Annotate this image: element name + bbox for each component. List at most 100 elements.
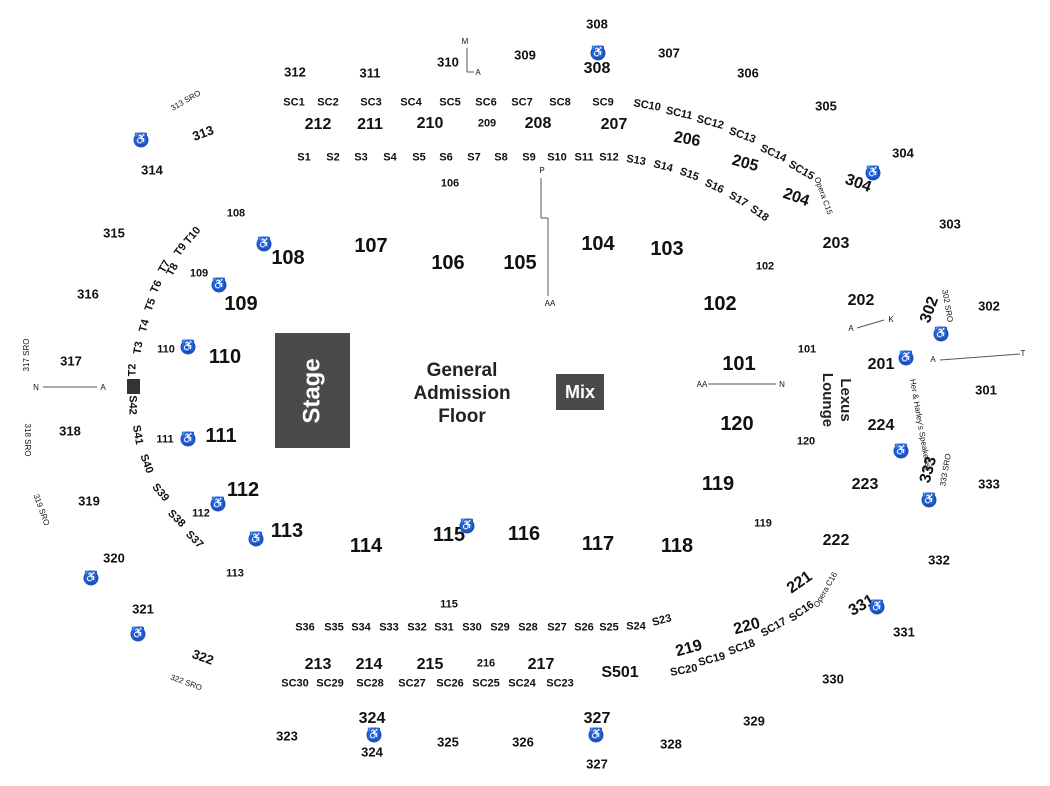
section-sc2[interactable]: SC2 bbox=[317, 96, 339, 109]
section-117[interactable]: 117 bbox=[581, 533, 615, 555]
section-115[interactable]: 115 bbox=[440, 598, 458, 611]
section-102[interactable]: 102 bbox=[755, 260, 775, 273]
section-p[interactable]: P bbox=[539, 166, 545, 175]
section-317[interactable]: 317 bbox=[60, 353, 82, 369]
section-207[interactable]: 207 bbox=[600, 116, 628, 133]
section-s501[interactable]: S501 bbox=[601, 664, 639, 681]
section-208[interactable]: 208 bbox=[524, 115, 552, 132]
section-326[interactable]: 326 bbox=[512, 734, 534, 750]
section-s9[interactable]: S9 bbox=[522, 151, 536, 164]
section-sc8[interactable]: SC8 bbox=[549, 96, 571, 109]
section-s3[interactable]: S3 bbox=[354, 151, 368, 164]
section-s2[interactable]: S2 bbox=[326, 151, 340, 164]
section-323[interactable]: 323 bbox=[276, 728, 298, 744]
section-315[interactable]: 315 bbox=[103, 225, 125, 241]
section-sc27[interactable]: SC27 bbox=[398, 677, 426, 690]
section-110[interactable]: 110 bbox=[208, 346, 242, 368]
section-119[interactable]: 119 bbox=[701, 473, 735, 495]
section-106[interactable]: 106 bbox=[431, 252, 465, 274]
section-311[interactable]: 311 bbox=[359, 65, 381, 81]
section-216[interactable]: 216 bbox=[476, 657, 496, 670]
section-109[interactable]: 109 bbox=[189, 267, 209, 280]
section-s4[interactable]: S4 bbox=[383, 151, 397, 164]
section-s32[interactable]: S32 bbox=[407, 621, 427, 634]
section-t2[interactable]: T2 bbox=[126, 363, 139, 377]
section-318[interactable]: 318 bbox=[59, 423, 81, 439]
section-sc29[interactable]: SC29 bbox=[316, 677, 344, 690]
section-s31[interactable]: S31 bbox=[434, 621, 454, 634]
section-304[interactable]: 304 bbox=[892, 145, 914, 161]
section-112[interactable]: 112 bbox=[226, 479, 260, 501]
section-118[interactable]: 118 bbox=[660, 535, 694, 557]
section-317-sro[interactable]: 317 SRO bbox=[22, 338, 31, 372]
section-a[interactable]: A bbox=[100, 383, 106, 392]
section-114[interactable]: 114 bbox=[349, 535, 383, 557]
section-115[interactable]: 115 bbox=[432, 524, 466, 546]
section-111[interactable]: 111 bbox=[156, 433, 174, 446]
section-sc7[interactable]: SC7 bbox=[511, 96, 533, 109]
section-m[interactable]: M bbox=[461, 37, 469, 46]
section-314[interactable]: 314 bbox=[141, 162, 163, 178]
section-120[interactable]: 120 bbox=[796, 435, 816, 448]
section-sc6[interactable]: SC6 bbox=[475, 96, 497, 109]
section-309[interactable]: 309 bbox=[514, 47, 536, 63]
section-329[interactable]: 329 bbox=[743, 713, 765, 729]
section-sc30[interactable]: SC30 bbox=[281, 677, 309, 690]
section-310[interactable]: 310 bbox=[437, 54, 459, 70]
section-108[interactable]: 108 bbox=[226, 207, 246, 220]
section-214[interactable]: 214 bbox=[355, 656, 383, 673]
section-203[interactable]: 203 bbox=[822, 235, 850, 252]
section-319[interactable]: 319 bbox=[78, 493, 100, 509]
section-s12[interactable]: S12 bbox=[599, 151, 619, 164]
section-104[interactable]: 104 bbox=[581, 233, 615, 255]
section-107[interactable]: 107 bbox=[354, 235, 388, 257]
section-n[interactable]: N bbox=[779, 380, 785, 389]
section-316[interactable]: 316 bbox=[77, 286, 99, 302]
section-308[interactable]: 308 bbox=[583, 60, 611, 77]
section-328[interactable]: 328 bbox=[660, 736, 682, 752]
section-332[interactable]: 332 bbox=[928, 552, 950, 568]
section-s6[interactable]: S6 bbox=[439, 151, 453, 164]
section-327[interactable]: 327 bbox=[586, 756, 608, 772]
section-s7[interactable]: S7 bbox=[467, 151, 481, 164]
section-n[interactable]: N bbox=[33, 383, 39, 392]
section-330[interactable]: 330 bbox=[822, 671, 844, 687]
section-215[interactable]: 215 bbox=[416, 656, 444, 673]
section-109[interactable]: 109 bbox=[224, 293, 258, 315]
section-k[interactable]: K bbox=[888, 315, 894, 324]
section-331[interactable]: 331 bbox=[893, 624, 915, 640]
section-312[interactable]: 312 bbox=[284, 64, 306, 80]
section-a[interactable]: A bbox=[475, 68, 481, 77]
section-327[interactable]: 327 bbox=[583, 710, 611, 727]
section-s42[interactable]: S42 bbox=[126, 395, 139, 415]
section-s29[interactable]: S29 bbox=[490, 621, 510, 634]
section-321[interactable]: 321 bbox=[132, 601, 154, 617]
section-103[interactable]: 103 bbox=[650, 238, 684, 260]
section-sc3[interactable]: SC3 bbox=[360, 96, 382, 109]
section-110[interactable]: 110 bbox=[157, 343, 175, 356]
section-303[interactable]: 303 bbox=[939, 216, 961, 232]
section-324[interactable]: 324 bbox=[361, 744, 383, 760]
section-s8[interactable]: S8 bbox=[494, 151, 508, 164]
section-s35[interactable]: S35 bbox=[324, 621, 344, 634]
section-aa[interactable]: AA bbox=[544, 299, 556, 308]
section-s11[interactable]: S11 bbox=[574, 151, 594, 164]
section-s34[interactable]: S34 bbox=[351, 621, 371, 634]
section-sc24[interactable]: SC24 bbox=[508, 677, 536, 690]
section-325[interactable]: 325 bbox=[437, 734, 459, 750]
section-sc23[interactable]: SC23 bbox=[546, 677, 574, 690]
section-113[interactable]: 113 bbox=[270, 520, 304, 542]
section-a[interactable]: A bbox=[930, 355, 936, 364]
section-sc9[interactable]: SC9 bbox=[592, 96, 614, 109]
section-s27[interactable]: S27 bbox=[547, 621, 567, 634]
section-320[interactable]: 320 bbox=[103, 550, 125, 566]
section-209[interactable]: 209 bbox=[477, 117, 497, 130]
section-333[interactable]: 333 bbox=[978, 476, 1000, 492]
section-112[interactable]: 112 bbox=[192, 507, 210, 520]
section-a[interactable]: A bbox=[848, 324, 854, 333]
section-113[interactable]: 113 bbox=[226, 567, 244, 580]
section-sc5[interactable]: SC5 bbox=[439, 96, 461, 109]
section-s33[interactable]: S33 bbox=[379, 621, 399, 634]
